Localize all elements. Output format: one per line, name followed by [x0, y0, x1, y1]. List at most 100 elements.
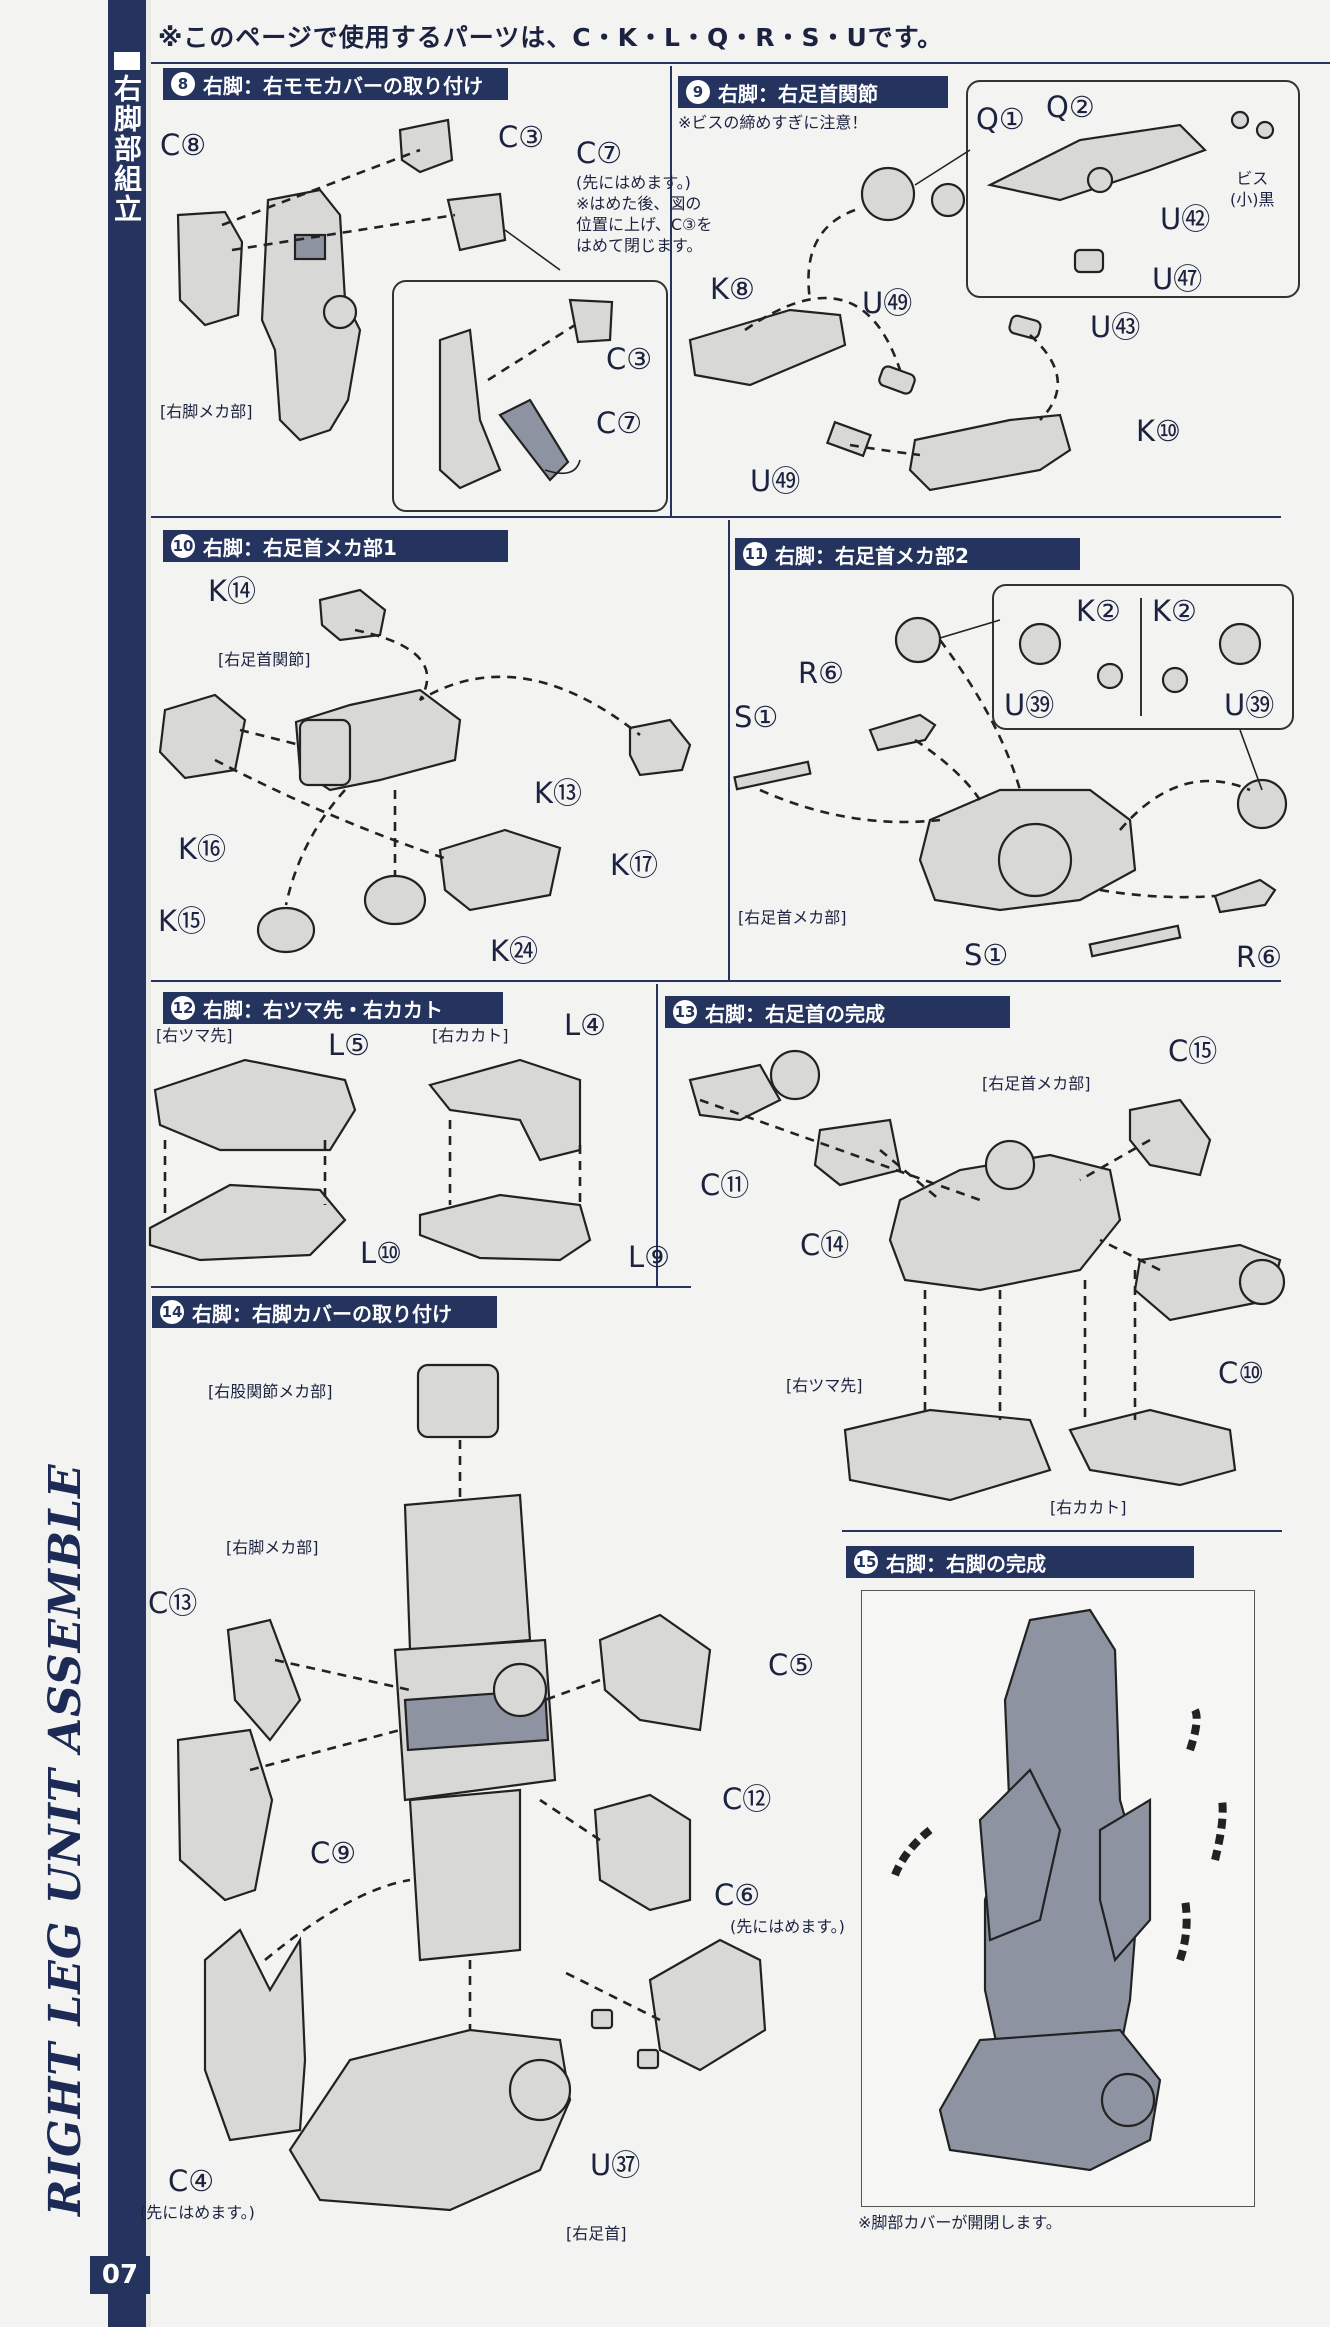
step-12-number: 12: [171, 996, 195, 1020]
step8-note-c7: (先にはめます。) ※はめた後、図の 位置に上げ、C③を はめて閉じます。: [576, 173, 713, 255]
step14-part-c6: C⑥: [714, 1878, 761, 1912]
sidebar-gutter: [146, 0, 151, 2327]
divider-col1: [670, 66, 672, 516]
step8-part-c3: C③: [498, 120, 545, 154]
step10-drawing: [158, 588, 692, 954]
step11-part-r6-bottom: R⑥: [1236, 940, 1283, 974]
toe-assembled: [843, 1408, 1052, 1502]
step-9-number: 9: [686, 80, 710, 104]
step11-detail-divider: [1140, 598, 1142, 716]
step11-drawing: [733, 616, 1288, 958]
step10-part-k16: K⑯: [178, 832, 227, 866]
leg-mecha-upper: [403, 1493, 532, 1652]
step9-part-u47: U㊼: [1152, 262, 1203, 296]
step-13-title: 右脚：右足首の完成: [705, 1001, 885, 1026]
k2-ring-right: [1236, 778, 1288, 830]
section-title: 右脚部組立: [110, 74, 143, 224]
step-13-number: 13: [673, 1000, 697, 1024]
step9-detail-box: [966, 80, 1300, 298]
step9-screw-label: ビス (小)黒: [1230, 169, 1275, 209]
step14-foot-label: [右足首]: [566, 2224, 627, 2243]
c13: [226, 1618, 302, 1742]
s1-bottom: [1088, 924, 1182, 958]
step-15-header: 15 右脚：右脚の完成: [846, 1546, 1194, 1578]
step15-note: ※脚部カバーが開閉します。: [858, 2213, 1062, 2232]
step9-part-q1: Q①: [976, 102, 1025, 136]
k15: [256, 906, 316, 954]
step13-part-c10: C⑩: [1218, 1356, 1265, 1390]
divider-row2: [151, 980, 1281, 982]
k8-frame: [688, 308, 847, 387]
k14: [318, 588, 387, 642]
u52: [1086, 166, 1114, 194]
r6-bottom: [1213, 878, 1277, 914]
step-11-header: 11 右脚：右足首メカ部2: [735, 538, 1080, 570]
screw-1: [1230, 110, 1250, 130]
step13-part-c11: C⑪: [700, 1168, 750, 1202]
c12: [593, 1793, 692, 1912]
parts-notice: ※このページで使用するパーツは、C・K・L・Q・R・S・Uです。: [158, 23, 944, 52]
step8-detail-c7: C⑦: [596, 406, 643, 440]
k10-frame: [908, 413, 1072, 492]
ankle-joint-top: [860, 166, 916, 222]
completed-leg-cover-right: [1098, 1798, 1152, 1963]
step10-part-k24: K㉔: [490, 934, 539, 968]
thigh-cover-c8: [176, 210, 244, 327]
step-10-number: 10: [171, 534, 195, 558]
section-title-box: [108, 50, 146, 260]
completed-leg-foot: [938, 2028, 1162, 2172]
heel-l9: [418, 1193, 592, 1262]
step15-drawing: [891, 1608, 1227, 2172]
toe-l5: [153, 1058, 357, 1152]
u47: [1073, 248, 1105, 274]
r6-top: [868, 713, 937, 752]
rotation-arrow-2: [1211, 1799, 1227, 1861]
step13-drawing: [688, 1049, 1286, 1502]
completed-leg-cover-left: [978, 1768, 1062, 1942]
divider-step13-bottom: [842, 1530, 1282, 1532]
step-14-header: 14 右脚：右脚カバーの取り付け: [152, 1296, 497, 1328]
c5: [598, 1613, 712, 1732]
ankle-assembly-ring: [984, 1139, 1036, 1191]
u43: [1008, 314, 1042, 340]
knee-joint: [492, 1662, 548, 1718]
step9-part-u43: U㊸: [1090, 310, 1141, 344]
u49-top: [878, 365, 916, 395]
k2-ring: [894, 616, 942, 664]
divider-row3: [151, 1286, 691, 1288]
cover-c7: [446, 192, 507, 252]
step13-part-c14: C⑭: [800, 1228, 850, 1262]
leg-mecha: [260, 188, 362, 442]
step11-part-k2-left: K②: [1076, 594, 1122, 628]
step-11-title: 右脚：右足首メカ部2: [775, 543, 969, 568]
c15: [1128, 1098, 1212, 1177]
step11-part-u39-right: U㊴: [1224, 688, 1275, 722]
step10-joint-label: [右足首関節]: [218, 650, 311, 669]
step9-caution: ※ビスの締めすぎに注意！: [678, 113, 868, 132]
step-11-number: 11: [743, 542, 767, 566]
u39-left-ring: [1096, 662, 1124, 690]
step9-part-q2: Q②: [1046, 90, 1095, 124]
ankle-mecha-gear: [997, 822, 1073, 898]
u37-b: [636, 2048, 660, 2070]
k16: [158, 693, 247, 780]
step11-part-u39-left: U㊴: [1004, 688, 1055, 722]
u39-right-part: [1218, 622, 1262, 666]
s1-top: [733, 760, 812, 791]
step8-part-c7: C⑦: [576, 136, 623, 170]
step-8-header: 8 右脚：右モモカバーの取り付け: [163, 68, 508, 100]
divider-row1: [151, 516, 1281, 518]
step12-part-l4: L④: [564, 1008, 607, 1042]
q-parts: [986, 123, 1207, 202]
step12-heel-label: [右カカト]: [432, 1026, 509, 1045]
step8-detail-box: [392, 280, 668, 512]
left-sidebar: [108, 0, 146, 2327]
step11-part-s1-top: S①: [734, 700, 779, 734]
hip-joint-mecha: [416, 1363, 500, 1439]
step11-detail-box: [992, 584, 1294, 730]
section-marker: [114, 52, 140, 70]
step14-hip-label: [右股関節メカ部]: [208, 1382, 333, 1401]
step-10-title: 右脚：右足首メカ部1: [203, 535, 397, 560]
step13-toe-label: [右ツマ先]: [786, 1376, 863, 1395]
rotation-arrow-4: [891, 1826, 933, 1877]
